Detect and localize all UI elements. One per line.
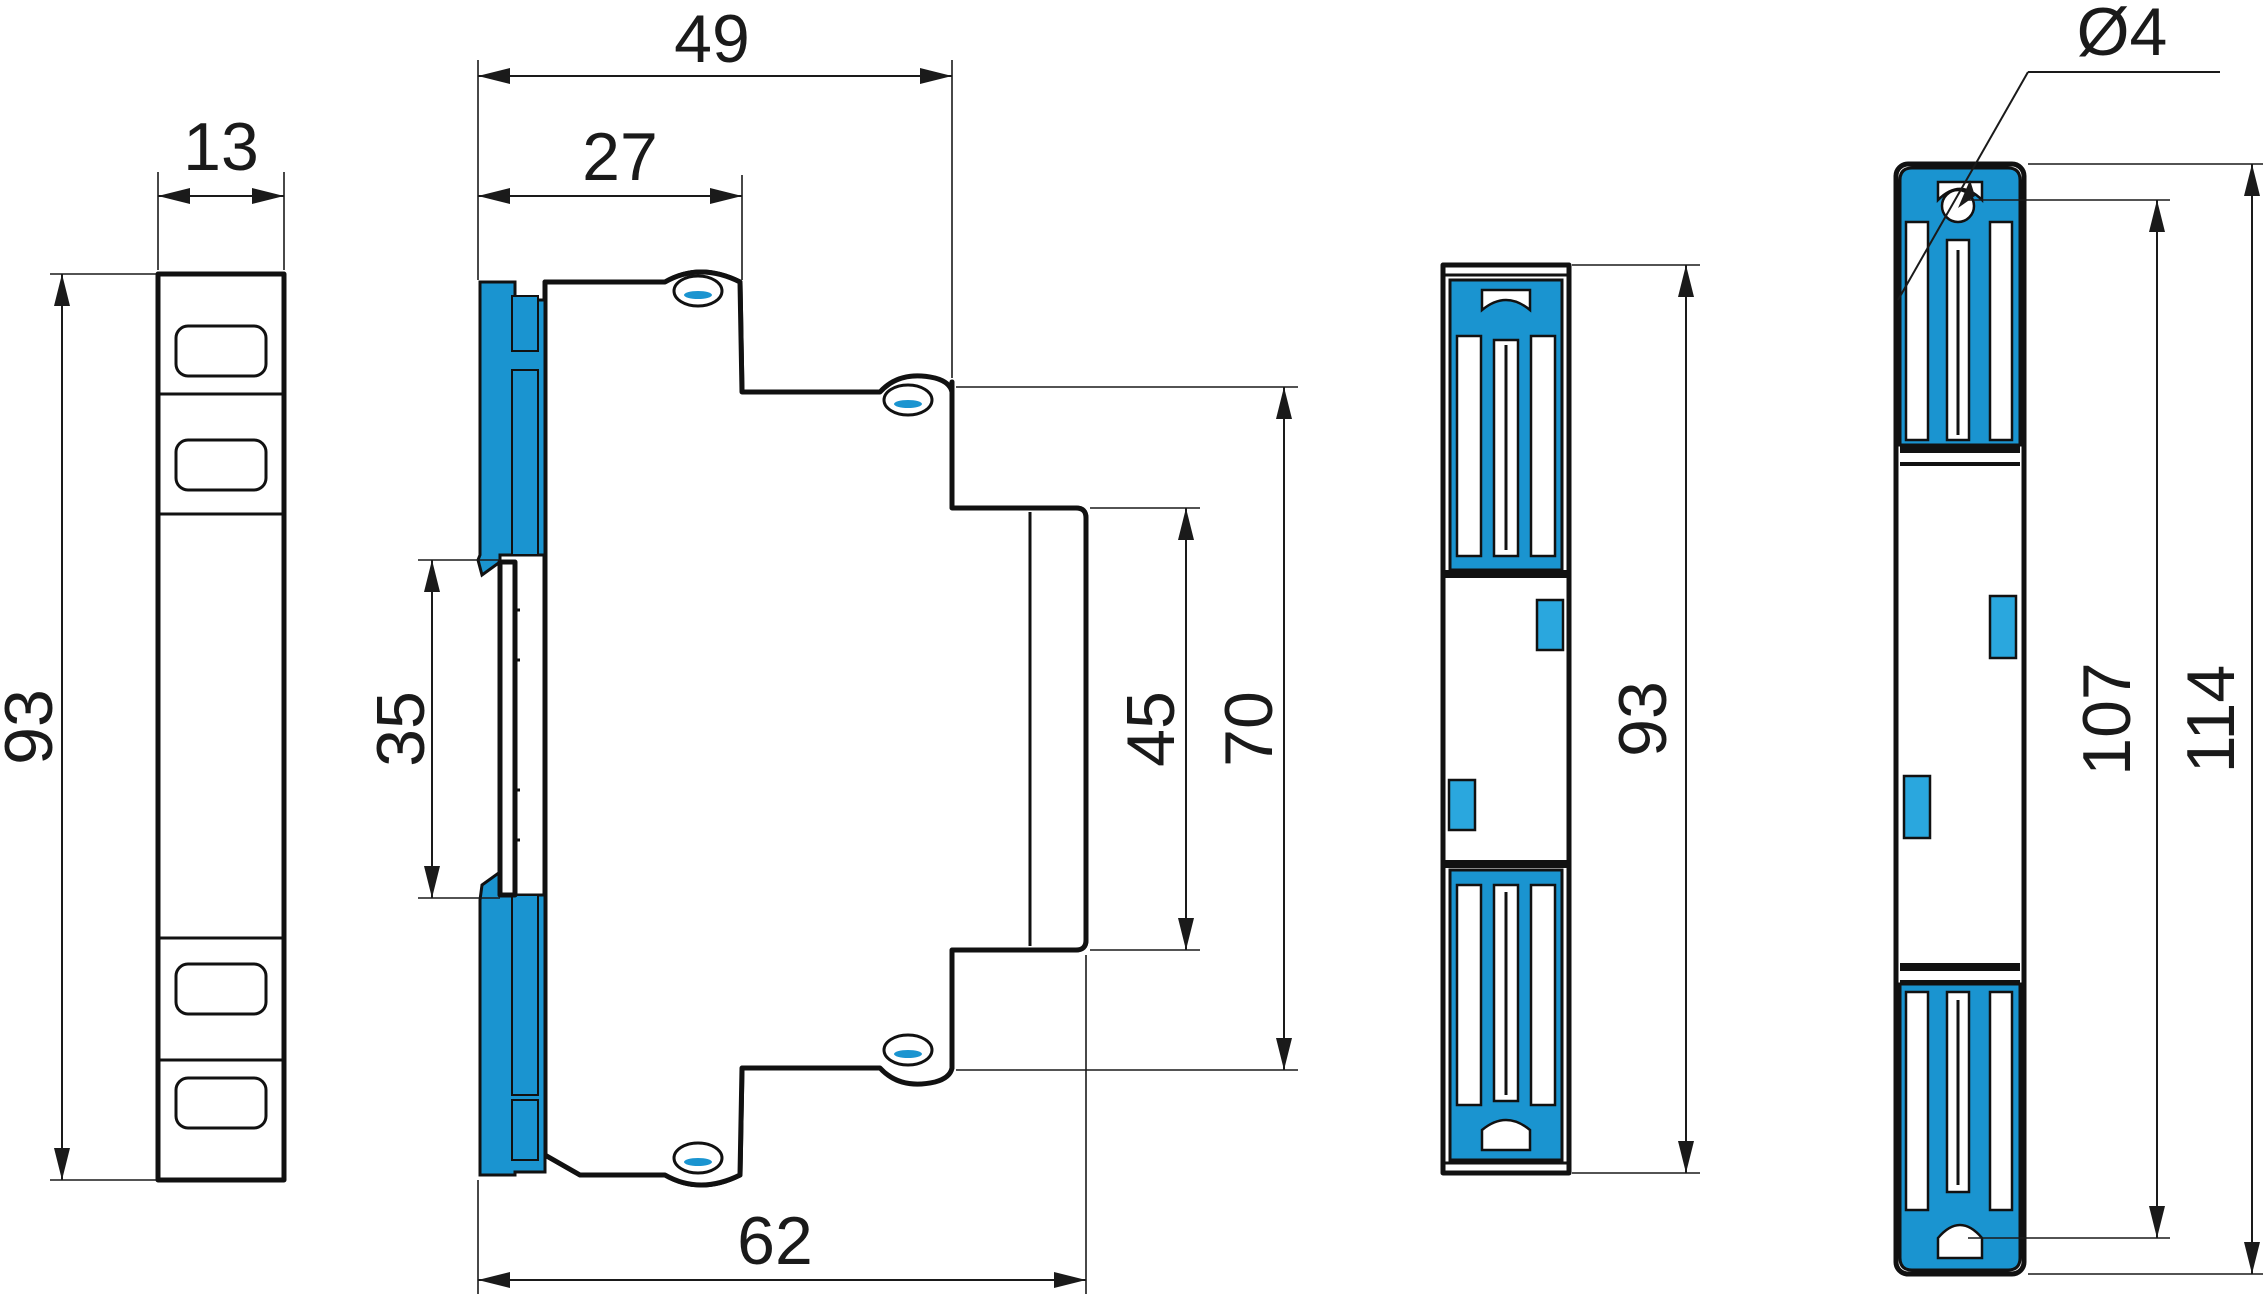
front-height-label: 93 xyxy=(0,689,67,765)
front-view-body xyxy=(155,271,287,1183)
front-terminal-slot xyxy=(174,438,268,492)
top-view: 93 xyxy=(1440,262,1700,1176)
socket-outer-height-label: 114 xyxy=(2173,665,2249,773)
front-terminal-slot xyxy=(174,324,268,378)
front-width-label: 13 xyxy=(183,109,259,185)
top-height-label: 93 xyxy=(1605,681,1681,757)
front-view: 13 93 xyxy=(0,109,287,1183)
front-terminal-slot xyxy=(174,962,268,1016)
socket-hole-diameter-label: Ø4 xyxy=(2077,0,2168,70)
socket-view: Ø4 107 114 xyxy=(1893,0,2263,1277)
socket-inner-height-label: 107 xyxy=(2069,662,2145,775)
side-depth-upper-label: 27 xyxy=(582,119,658,195)
side-outer-height-label: 70 xyxy=(1211,691,1287,767)
side-base-depth-label: 62 xyxy=(737,1203,813,1279)
front-terminal-slot xyxy=(174,1076,268,1130)
side-rail-width-label: 35 xyxy=(363,691,439,767)
side-view: 49 27 35 45 70 62 xyxy=(363,1,1298,1294)
side-depth-total-label: 49 xyxy=(674,1,750,77)
side-inner-height-label: 45 xyxy=(1113,691,1189,767)
